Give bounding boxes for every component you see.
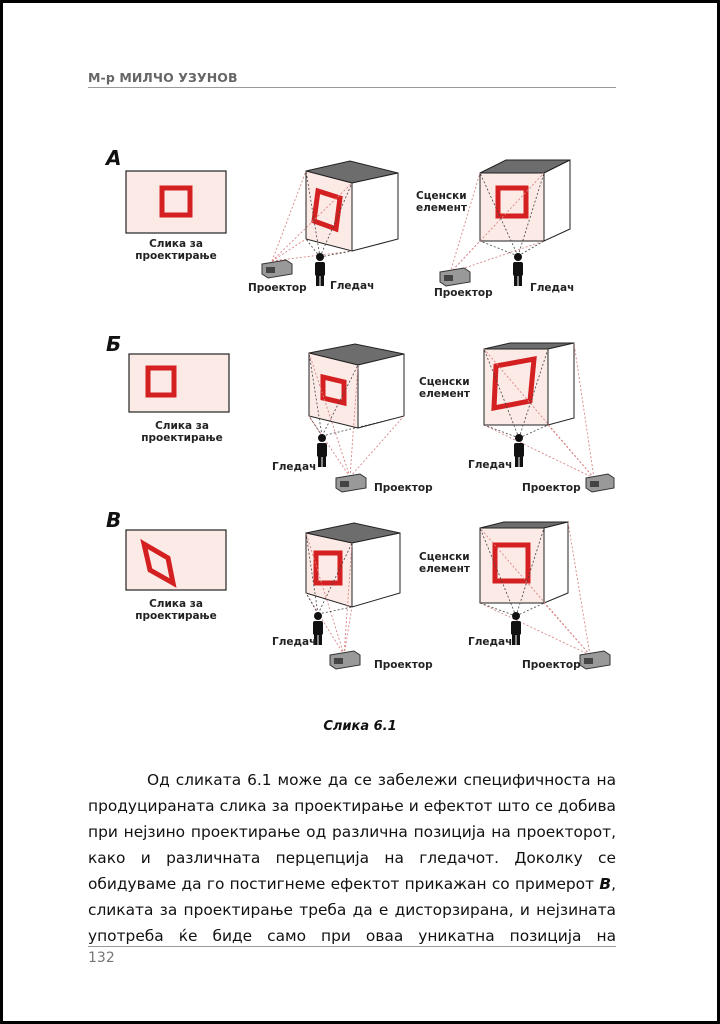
row-label-b: Б [106, 332, 121, 356]
scene-cube [308, 343, 405, 429]
viewer-icon [513, 253, 523, 286]
viewer-label: Гледач [272, 636, 316, 648]
scene-cube [305, 522, 401, 608]
header-rule [88, 87, 616, 88]
document-page: М-р МИЛЧО УЗУНОВ А Слика за проектирање [3, 3, 717, 1021]
projection-rays [449, 172, 545, 274]
viewer-label: Гледач [272, 461, 316, 473]
scene-cube [479, 521, 569, 604]
image-for-projection-label: Слика за [149, 238, 203, 250]
scene-element-label: елемент [416, 202, 468, 214]
figure-row-a: А Слика за проектирање [104, 146, 574, 299]
scene-element-label: Сценски [416, 190, 467, 202]
body-line-text: обидуваме да го постигнеме ефектот прика… [88, 875, 600, 893]
projection-rays [483, 342, 595, 479]
viewer-icon [514, 434, 524, 467]
viewer-sightlines [479, 172, 545, 257]
footer-rule [88, 946, 616, 947]
scene-element-label: Сценски [419, 551, 470, 563]
projector-label: Проектор [522, 482, 581, 494]
body-line: при нејзино проектирање од различна пози… [88, 823, 616, 841]
scene-element-label: Сценски [419, 376, 470, 388]
image-for-projection-label: Слика за [155, 420, 209, 432]
body-line: употреба ќе биде само при оваа уникатна … [88, 927, 616, 945]
source-image-a [125, 170, 227, 234]
scene-cube [305, 160, 399, 252]
viewer-sightlines [483, 348, 549, 439]
image-for-projection-label: проектирање [135, 610, 216, 622]
projector-label: Проектор [374, 659, 433, 671]
projector-icon [329, 650, 361, 670]
image-for-projection-label: проектирање [141, 432, 222, 444]
figure-row-c: В Слика за проектирање [106, 508, 611, 671]
viewer-sightlines [308, 352, 405, 437]
projector-icon [439, 267, 471, 287]
viewer-label: Гледач [330, 280, 374, 292]
body-line: Од сликата 6.1 може да се забележи специ… [147, 771, 616, 789]
emphasis-suffix: , [611, 875, 616, 893]
projector-icon [261, 259, 293, 279]
emphasis-letter: В [599, 875, 612, 893]
row-label-c: В [106, 508, 121, 532]
source-image-b [128, 353, 230, 413]
projector-label: Проектор [374, 482, 433, 494]
viewer-icon [315, 253, 325, 286]
scene-element-label: елемент [419, 563, 471, 575]
projection-rays [479, 521, 591, 656]
body-paragraph: Од сликата 6.1 може да се забележи специ… [88, 767, 616, 949]
row-label-a: А [104, 146, 121, 170]
projection-rays [271, 170, 353, 262]
projector-label: Проектор [248, 282, 307, 294]
image-for-projection-label: Слика за [149, 598, 203, 610]
scene-cube [483, 342, 575, 426]
viewer-label: Гледач [530, 282, 574, 294]
projection-rays [308, 352, 405, 478]
figure-caption: Слика 6.1 [323, 719, 397, 734]
viewer-label: Гледач [468, 636, 512, 648]
body-line: како и различната перцепција на гледачот… [88, 849, 616, 867]
figure-illustration: А Слика за проектирање [104, 146, 615, 671]
projector-icon [579, 650, 611, 670]
viewer-sightlines [305, 532, 353, 615]
body-line: сликата за проектирање треба да е дистор… [88, 901, 616, 919]
scene-element-label: елемент [419, 388, 471, 400]
body-line: продуцираната слика за проектирање и ефе… [88, 797, 616, 815]
scene-cube [479, 159, 571, 242]
source-image-c [125, 529, 227, 591]
projector-label: Проектор [434, 287, 493, 299]
projector-icon [585, 473, 615, 493]
projector-icon [335, 473, 367, 493]
viewer-label: Гледач [468, 459, 512, 471]
projector-label: Проектор [522, 659, 581, 671]
viewer-icon [511, 612, 521, 645]
running-header-author: М-р МИЛЧО УЗУНОВ [88, 70, 238, 85]
figure-6-1: А Слика за проектирање [98, 133, 628, 703]
figure-row-b: Б Слика за проектирање [106, 332, 615, 494]
image-for-projection-label: проектирање [135, 250, 216, 262]
viewer-sightlines [305, 170, 353, 258]
page-number: 132 [88, 950, 115, 966]
viewer-icon [317, 434, 327, 467]
viewer-sightlines [479, 527, 545, 617]
body-line: обидуваме да го постигнеме ефектот прика… [88, 871, 616, 897]
viewer-icon [313, 612, 323, 645]
